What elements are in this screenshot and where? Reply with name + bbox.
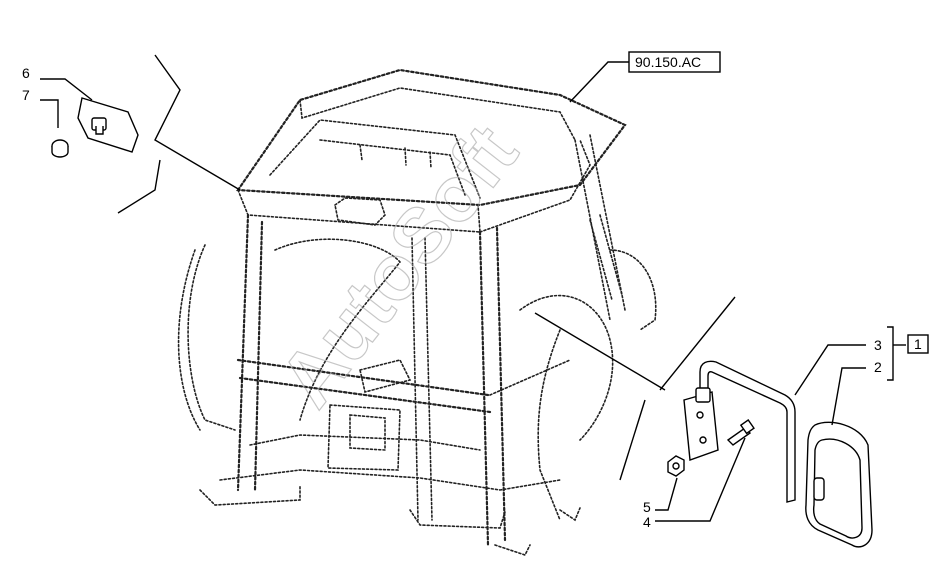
reference-box[interactable]: 90.150.AC	[628, 51, 721, 73]
callout-3: 3	[874, 337, 882, 353]
mirror-arm-part-3	[699, 360, 796, 503]
callout-6: 6	[22, 65, 30, 81]
leader-lines	[117, 54, 736, 481]
callout-2: 2	[874, 359, 882, 375]
mirror-head-part-2	[805, 421, 873, 548]
bolt-part-4	[726, 419, 755, 446]
reference-label: 90.150.AC	[635, 54, 701, 70]
mirror-bracket-part-6	[77, 97, 139, 153]
group-box-label: 1	[914, 336, 922, 352]
nut-part-5	[667, 455, 685, 477]
watermark: AutoSoft	[262, 109, 534, 423]
callout-7: 7	[22, 87, 30, 103]
cab-outline	[177, 68, 657, 556]
mount-plate	[683, 387, 719, 461]
cap-part-7	[51, 139, 69, 158]
callout-4: 4	[643, 514, 651, 530]
callout-5: 5	[643, 499, 651, 515]
group-box[interactable]: 1	[907, 334, 929, 354]
